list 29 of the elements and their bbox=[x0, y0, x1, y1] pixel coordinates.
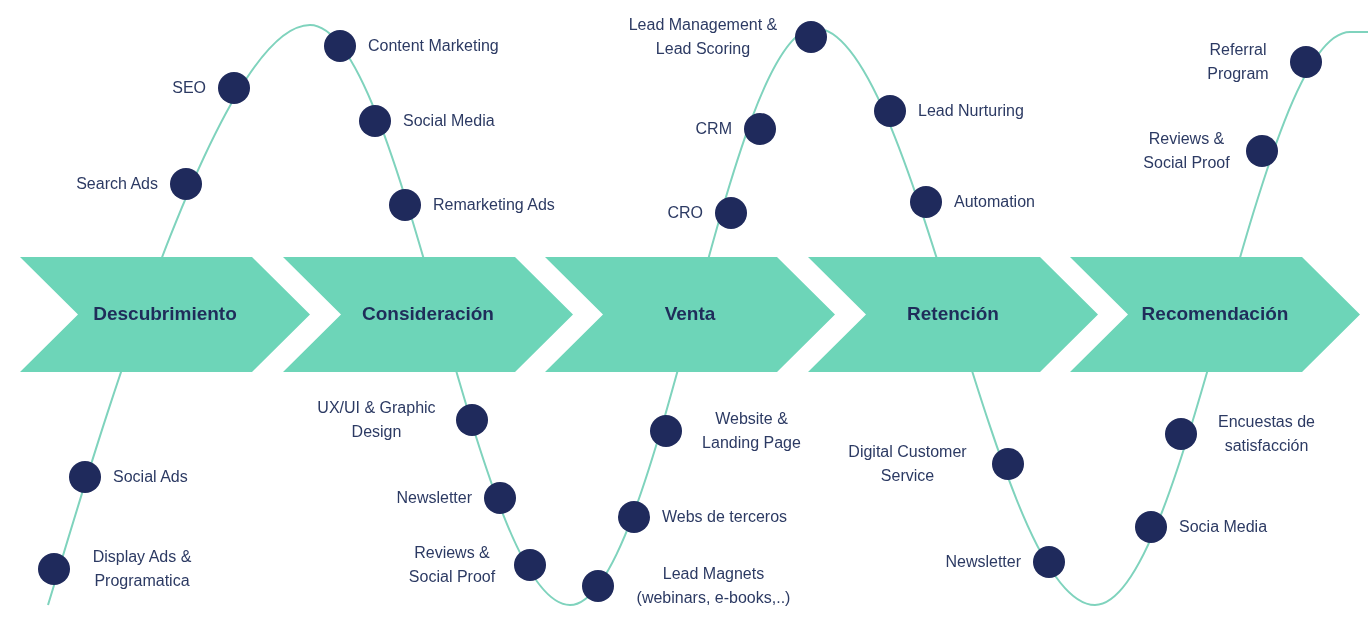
channel-label: Newsletter bbox=[945, 552, 1021, 572]
channel-label: Lead Magnets (webinars, e-books,..) bbox=[635, 564, 792, 608]
channel-label: CRO bbox=[667, 203, 703, 223]
channel-label: Display Ads & Programatica bbox=[91, 547, 193, 591]
stage-title: Recomendación bbox=[1141, 302, 1289, 327]
channel-label: Website & Landing Page bbox=[701, 409, 802, 453]
channel-label: UX/UI & Graphic Design bbox=[316, 398, 437, 442]
channel-label: Socia Media bbox=[1179, 517, 1268, 537]
channel-label: SEO bbox=[172, 78, 206, 98]
channel-label: CRM bbox=[695, 119, 732, 139]
stage-title: Venta bbox=[664, 302, 716, 327]
channel-label: Remarketing Ads bbox=[433, 195, 555, 215]
channel-label: Lead Management & Lead Scoring bbox=[627, 15, 779, 59]
channel-label: Referral Program bbox=[1206, 40, 1270, 84]
channel-label: Content Marketing bbox=[368, 36, 499, 56]
channel-label: Newsletter bbox=[396, 488, 472, 508]
channel-label: Reviews & Social Proof bbox=[1142, 129, 1231, 173]
stage-title: Retención bbox=[907, 302, 999, 327]
channel-label: Reviews & Social Proof bbox=[407, 543, 497, 587]
channel-label: Encuestas de satisfacción bbox=[1217, 412, 1316, 456]
channel-label: Webs de terceros bbox=[662, 507, 788, 527]
channel-label: Social Media bbox=[403, 111, 495, 131]
channel-label: Lead Nurturing bbox=[918, 101, 1024, 121]
channel-label: Search Ads bbox=[76, 174, 158, 194]
stage-title: Descubrimiento bbox=[93, 302, 237, 327]
stage-title: Consideración bbox=[362, 302, 494, 327]
channel-label: Social Ads bbox=[113, 467, 188, 487]
channel-label: Digital Customer Service bbox=[847, 442, 968, 486]
channel-label: Automation bbox=[954, 192, 1035, 212]
